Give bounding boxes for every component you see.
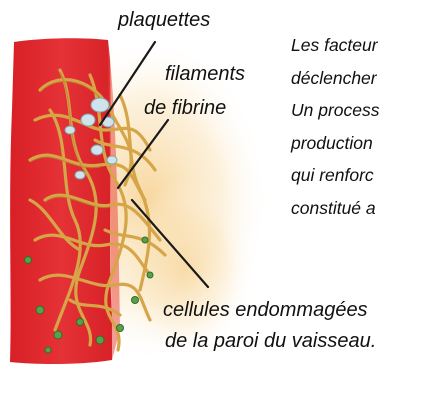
platelets-label: plaquettes [118, 6, 210, 34]
fibrin-label-line2: de fibrine [144, 94, 226, 122]
side-text-line: Un process [291, 94, 380, 127]
side-text-line: constitué a [291, 192, 380, 225]
damaged-cells-label-line2: de la paroi du vaisseau. [165, 327, 376, 355]
damaged-cells-label-line1: cellules endommagées [163, 296, 368, 324]
side-text-line: qui renforc [291, 159, 380, 192]
side-text: Les facteur déclencher Un process produc… [291, 29, 380, 224]
side-text-line: production [291, 127, 380, 160]
side-text-line: Les facteur [291, 29, 380, 62]
fibrin-label-line1: filaments [150, 60, 260, 88]
side-text-line: déclencher [291, 62, 380, 95]
